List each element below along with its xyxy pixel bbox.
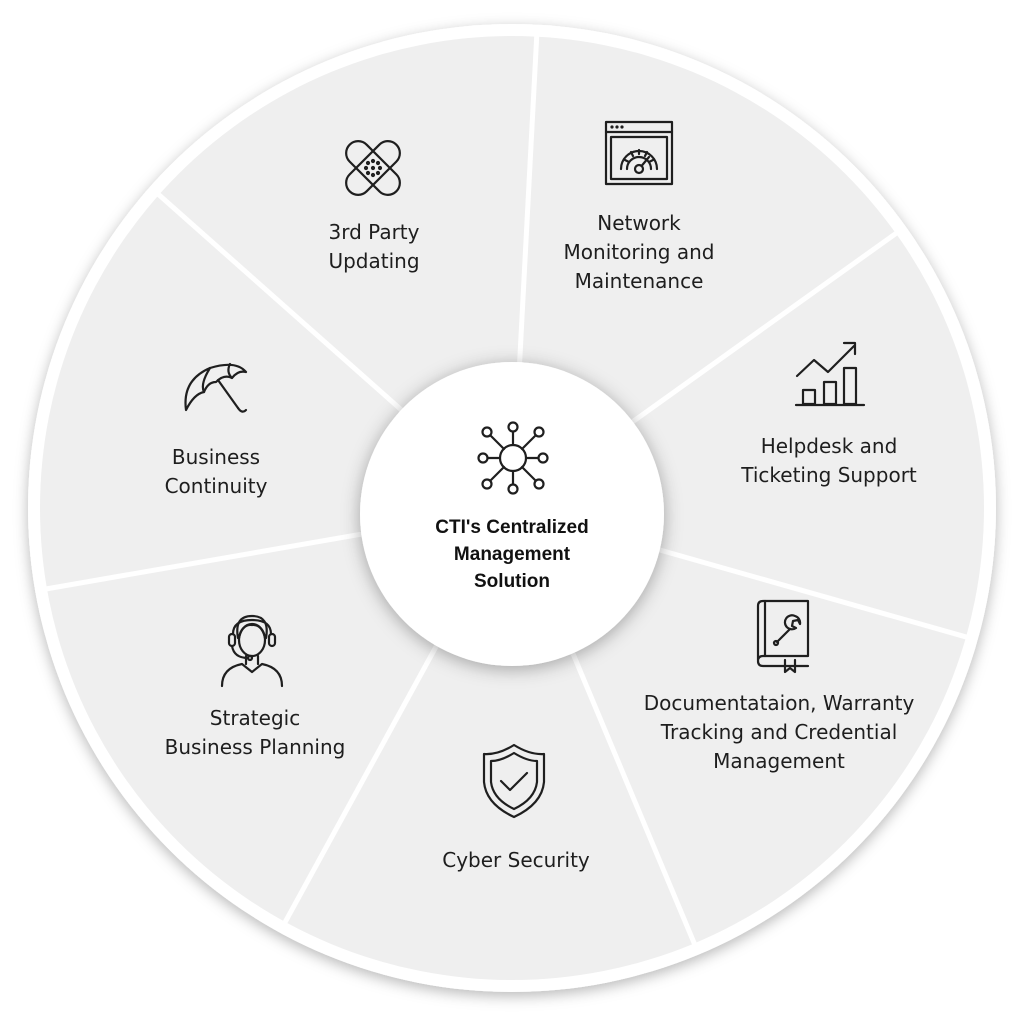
support-agent-icon [220, 614, 284, 688]
segment-label-strategic-planning: Strategic Business Planning [164, 706, 346, 759]
segment-label-documentation-warranty: Documentataion, Warranty Tracking and Cr… [643, 691, 915, 773]
segment-divider [624, 229, 901, 429]
segment-label-third-party-updating: 3rd Party Updating [328, 220, 420, 273]
segment-divider [563, 636, 699, 949]
segment-label-network-monitoring: Network Monitoring and Maintenance [563, 211, 715, 293]
center-circle [360, 362, 664, 666]
umbrella-icon [184, 362, 248, 413]
segment-divider [281, 629, 447, 927]
shield-check-icon [482, 743, 546, 819]
segment-dividers [42, 32, 971, 949]
segment-divider [645, 543, 971, 641]
speedometer-window-icon [604, 120, 674, 186]
segment-divider [516, 32, 540, 369]
growth-chart-icon [794, 341, 866, 407]
segment-label-business-continuity: Business Continuity [164, 445, 268, 498]
bandage-icon [345, 140, 401, 196]
network-hub-icon [477, 421, 549, 495]
center-title: CTI's Centralized Management Solution [435, 517, 589, 592]
manual-wrench-icon [756, 599, 810, 674]
segment-divider [42, 529, 375, 592]
segment-divider [154, 190, 409, 417]
segment-label-cyber-security: Cyber Security [442, 848, 590, 872]
segment-label-helpdesk-ticketing: Helpdesk and Ticketing Support [741, 434, 917, 487]
